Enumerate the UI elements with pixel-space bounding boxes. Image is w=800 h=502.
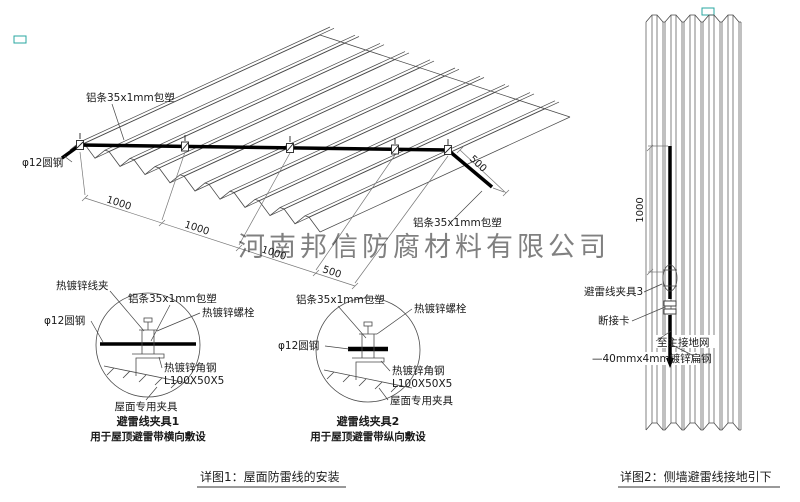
label-disconnect: 断接卡 (598, 314, 630, 327)
wall-clamp3 (662, 264, 678, 292)
leader-round-steel (63, 155, 73, 163)
ground-arrow-icon (666, 358, 674, 368)
label-clamp3: 避雷线夹具3 (584, 285, 643, 298)
detail1-roof-surface (103, 365, 193, 389)
detail1-clamp (139, 317, 157, 354)
label-d1-wire-clip: 热镀锌线夹 (56, 279, 109, 292)
roof-drawing: 1000 1000 1000 500 500 铝条35x1mm包塑 φ12圆钢 … (22, 26, 571, 290)
leader-alu-right (451, 190, 483, 222)
label-flat-steel: —40mmx4mm镀锌扁钢 (592, 352, 712, 365)
lightning-wire (60, 143, 494, 189)
wall-dimension: 1000 (635, 144, 668, 276)
detail2-title: 避雷线夹具2 (337, 414, 400, 428)
wire-clamps (76, 133, 452, 155)
dim-1000-b: 1000 (183, 219, 211, 237)
roof-back-edge (319, 34, 571, 118)
roof-ribs (69, 26, 571, 233)
detail-circle-1: 热镀锌线夹 铝条35x1mm包塑 热镀锌螺栓 φ12圆钢 热镀锌角钢 L100X… (44, 279, 255, 443)
label-d2-bolt: 热镀锌螺栓 (414, 302, 467, 315)
detail2-circle (315, 297, 421, 403)
wall-disconnect-card (663, 300, 677, 315)
label-alu-top: 铝条35x1mm包塑 (86, 91, 175, 104)
dim-500-a: 500 (321, 264, 343, 280)
label-d1-roof-clamp: 屋面专用夹具 (115, 400, 178, 413)
label-d2-angle-1: 热镀锌角钢 (392, 364, 445, 377)
detail1-angle-steel (132, 353, 165, 376)
detail1-subtitle: 用于屋顶避雷带横向敷设 (89, 430, 206, 443)
label-d2-roof-clamp: 屋面专用夹具 (390, 394, 453, 407)
label-to-ground: 至主接地网 (657, 336, 710, 349)
cad-marker-left (13, 35, 27, 44)
detail2-roof-surface (323, 369, 413, 393)
cad-marker-right (701, 7, 715, 16)
wall-drawing: 1000 避雷线夹具3 断接卡 至主接地网 —40mmx4mm镀锌扁钢 (584, 14, 742, 431)
label-d2-round-steel: φ12圆钢 (278, 339, 319, 352)
dim-1000-a: 1000 (105, 194, 133, 212)
caption-detail2: 详图2：侧墙避雷线接地引下 (620, 469, 772, 484)
wall-bottom-edge (645, 422, 741, 431)
leader-alu-top (111, 103, 125, 141)
label-d1-bolt: 热镀锌螺栓 (202, 306, 255, 319)
caption-detail1: 详图1：屋面防雷线的安装 (200, 469, 340, 484)
label-alu-right: 铝条35x1mm包塑 (413, 216, 502, 229)
dim-500-right: 500 (467, 154, 488, 175)
label-d2-alu: 铝条35x1mm包塑 (296, 293, 385, 306)
label-d1-angle-2: L100X50X5 (164, 375, 224, 387)
detail2-subtitle: 用于屋顶避雷带纵向敷设 (309, 430, 426, 443)
label-round-steel-main: φ12圆钢 (22, 156, 63, 169)
dim-wall-1000: 1000 (635, 197, 646, 222)
wall-top-edge (645, 14, 741, 23)
label-d1-alu: 铝条35x1mm包塑 (128, 292, 217, 305)
label-d2-angle-2: L100X50X5 (392, 378, 452, 390)
detail2-clamp (359, 321, 377, 358)
detail2-angle-steel (352, 357, 385, 380)
watermark-text: 河南邦信防腐材料有限公司 (238, 232, 610, 263)
detail-circle-2: 铝条35x1mm包塑 热镀锌螺栓 φ12圆钢 热镀锌角钢 L100X50X5 屋… (278, 293, 467, 443)
label-d1-angle-1: 热镀锌角钢 (164, 361, 217, 374)
detail1-circle (95, 292, 201, 398)
wall-ribs (645, 14, 742, 431)
label-d1-round-steel: φ12圆钢 (44, 314, 85, 327)
detail1-title: 避雷线夹具1 (117, 414, 180, 428)
